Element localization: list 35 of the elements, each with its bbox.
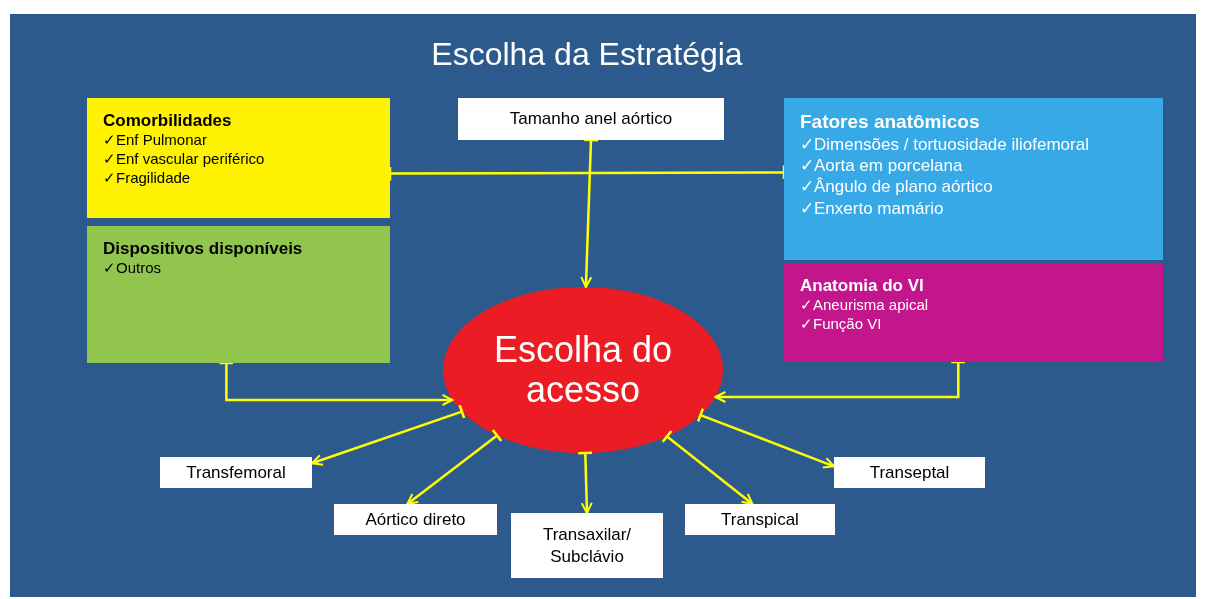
box-heading: Comorbilidades: [103, 110, 233, 132]
list-item: ✓Enf vascular periférico: [103, 150, 266, 169]
list-item: ✓Fragilidade: [103, 168, 192, 188]
category-box: [784, 98, 1163, 260]
arrow: [580, 138, 600, 288]
arrow: [218, 361, 454, 406]
arrow: [696, 407, 835, 469]
box-heading: Anatomia do VI: [800, 275, 925, 297]
access-ellipse: [443, 287, 723, 453]
arrow: [577, 451, 594, 514]
arrow: [714, 360, 967, 403]
category-box: [87, 98, 390, 218]
option-box: Tamanho anel aórtico: [458, 98, 724, 140]
ellipse-label: Escolha do acesso: [492, 330, 674, 410]
arrow: [311, 403, 466, 466]
title: Escolha da Estratégia: [430, 35, 744, 74]
list-item: ✓Dimensões / tortuosidade iliofemoral: [800, 133, 1090, 155]
list-item: ✓Aorta em porcelana: [800, 155, 964, 177]
option-box: Transpical: [685, 504, 835, 535]
box-heading: Fatores anatômicos: [800, 110, 981, 134]
arrow: [661, 429, 754, 505]
list-item: ✓Enxerto mamário: [800, 197, 945, 219]
box-heading: Dispositivos disponíveis: [103, 238, 304, 260]
arrow: [406, 428, 503, 505]
category-box: [87, 226, 390, 363]
list-item: ✓Ângulo de plano aórtico: [800, 176, 994, 198]
list-item: ✓Enf Pulmonar: [103, 131, 208, 150]
option-box: Transfemoral: [160, 457, 312, 488]
list-item: ✓Função VI: [800, 315, 883, 334]
list-item: ✓Outros: [103, 259, 162, 278]
option-box: Transaxilar/ Subclávio: [511, 513, 663, 578]
list-item: ✓Aneurisma apical: [800, 296, 930, 315]
option-box: Transeptal: [834, 457, 985, 488]
option-box: Aórtico direto: [334, 504, 497, 535]
category-box: [784, 263, 1163, 362]
